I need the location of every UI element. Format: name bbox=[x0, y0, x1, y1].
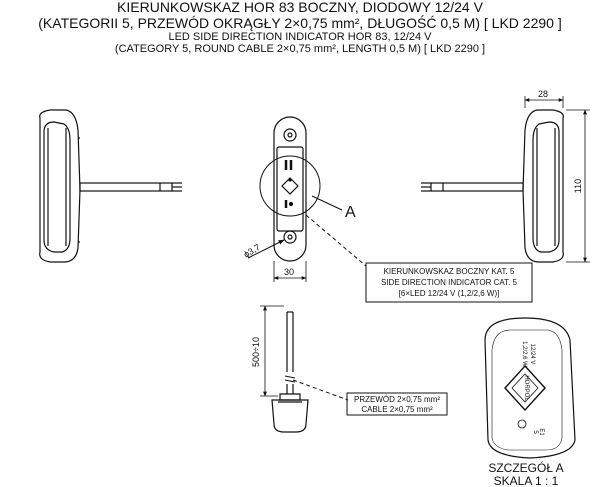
indicator-label-line1: KIERUNKOWSKAZ BOCZNY KAT. 5 bbox=[384, 267, 515, 276]
callout-a-marker: A bbox=[345, 204, 356, 221]
indicator-label-line3: [6×LED 12/24 V (1,2/2,6 W)] bbox=[399, 289, 500, 298]
width-dimension-label: 30 bbox=[284, 267, 294, 277]
detail-category-label: 5 bbox=[532, 430, 538, 434]
cable-label-line2: CABLE 2×0,75 mm² bbox=[361, 405, 433, 414]
detail-code-label: E1 bbox=[538, 428, 544, 436]
cable-label-box: PRZEWÓD 2×0,75 mm² CABLE 2×0,75 mm² bbox=[346, 392, 448, 416]
cable-label-line1: PRZEWÓD 2×0,75 mm² bbox=[354, 395, 440, 404]
right-side-view bbox=[421, 96, 590, 263]
title-en-line2: (CATEGORY 5, ROUND CABLE 2×0,75 mm², LEN… bbox=[114, 43, 486, 55]
title-pl-line2: (KATEGORII 5, PRZEWÓD OKRĄGŁY 2×0,75 mm²… bbox=[38, 15, 562, 31]
detail-a-view bbox=[484, 317, 576, 459]
detail-title: SZCZEGÓŁ A bbox=[488, 460, 563, 475]
hole-diameter-label: ϕ3,7 bbox=[242, 242, 262, 260]
indicator-label-line2: SIDE DIRECTION INDICATOR CAT. 5 bbox=[381, 278, 518, 287]
detail-scale: SKALA 1 : 1 bbox=[494, 474, 559, 487]
detail-voltage-label: 12/24 V bbox=[529, 344, 535, 365]
depth-dimension-label: 28 bbox=[538, 89, 548, 99]
detail-brand-label: HORPOL bbox=[523, 375, 529, 401]
title-pl-line1: KIERUNKOWSKAZ HOR 83 BOCZNY, DIODOWY 12/… bbox=[117, 0, 483, 15]
front-view bbox=[247, 116, 367, 282]
title-en-line1: LED SIDE DIRECTION INDICATOR HOR 83, 12/… bbox=[168, 31, 432, 43]
detail-power-label: 1,2/2,6 W bbox=[521, 341, 527, 367]
cable-length-label: 500÷10 bbox=[251, 337, 261, 367]
height-dimension-label: 110 bbox=[573, 179, 583, 193]
cable-view bbox=[260, 305, 349, 433]
indicator-label-box: KIERUNKOWSKAZ BOCZNY KAT. 5 SIDE DIRECTI… bbox=[365, 262, 533, 303]
left-side-view bbox=[39, 109, 182, 263]
